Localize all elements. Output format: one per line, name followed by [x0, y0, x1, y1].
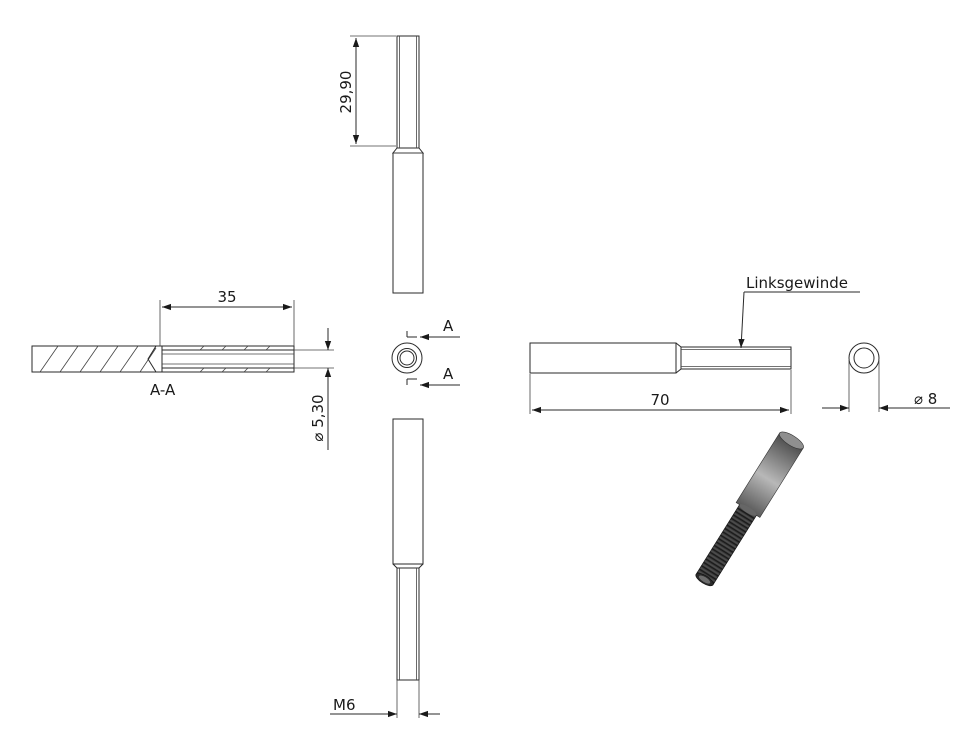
dim-thread-length-label: 29,90: [337, 71, 355, 114]
top-view-upper: [391, 35, 425, 294]
end-view-right: ⌀ 8: [822, 342, 950, 412]
dim-bore-depth: 35: [159, 288, 295, 346]
isometric-render: [695, 431, 804, 587]
top-view-lower: [392, 418, 424, 681]
dim-bore-depth-label: 35: [217, 288, 236, 306]
section-view: A-A: [31, 345, 295, 399]
side-view: [529, 342, 792, 374]
note-left-thread-label: Linksgewinde: [746, 274, 848, 292]
dim-thread-size-label: M6: [333, 696, 356, 714]
dim-total-length: 70: [529, 370, 792, 414]
dim-total-length-label: 70: [650, 391, 669, 409]
dim-thread-length: 29,90: [337, 35, 396, 147]
end-view-center: A A: [391, 317, 460, 389]
dim-bore-diameter: ⌀ 5,30: [294, 328, 334, 450]
note-left-thread: Linksgewinde: [738, 274, 860, 349]
dim-outer-diameter-label: ⌀ 8: [914, 390, 937, 408]
section-hatch: [39, 345, 157, 373]
dim-thread-size: M6: [330, 680, 440, 718]
section-marker-bottom: A: [443, 365, 454, 383]
section-label: A-A: [150, 381, 176, 399]
dim-bore-diameter-label: ⌀ 5,30: [309, 394, 327, 441]
section-marker-top: A: [443, 317, 454, 335]
